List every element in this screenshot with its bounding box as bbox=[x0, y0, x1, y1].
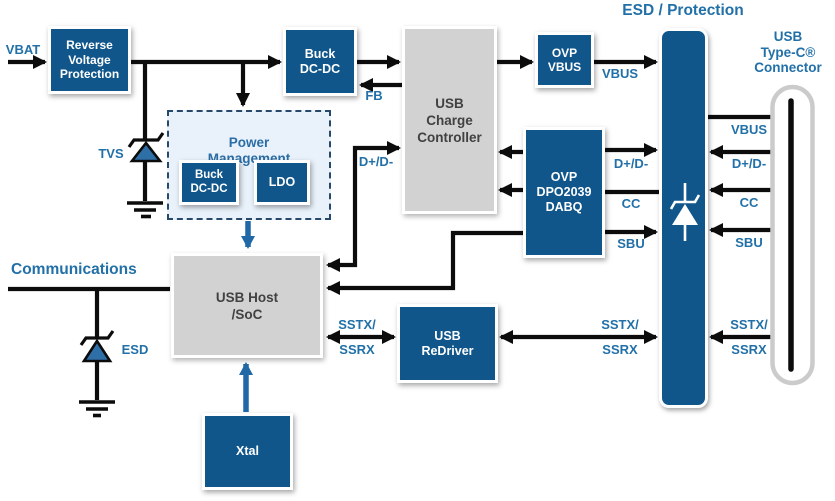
label-conn-d: D+/D- bbox=[731, 156, 767, 171]
block-xtal-label: Xtal bbox=[236, 444, 259, 458]
label-conn-vbus: VBUS bbox=[730, 122, 768, 137]
wire-ovp-to-host bbox=[326, 230, 523, 295]
label-usb-type-c-connector: USB Type-C® Connector bbox=[754, 29, 822, 75]
block-ovp-dpo2039-dabq: OVP DPO2039 DABQ bbox=[523, 127, 605, 258]
block-buck-dcdc-top-label: Buck DC-DC bbox=[299, 46, 341, 76]
block-buck-dcdc-pm-label: Buck DC-DC bbox=[190, 169, 228, 195]
label-conn-sstx-ssrx: SSTX/ SSRX bbox=[730, 317, 768, 357]
block-usb-redriver-label: USB ReDriver bbox=[421, 328, 474, 358]
wire-host-controller-d bbox=[326, 141, 401, 272]
block-buck-dcdc-top: Buck DC-DC bbox=[283, 27, 357, 96]
tvs-diode-icon bbox=[127, 132, 165, 163]
label-tvs: TVS bbox=[98, 146, 124, 161]
ground-icon-esd bbox=[79, 400, 115, 418]
label-vbus-after-ovp: VBUS bbox=[601, 66, 639, 81]
label-d-plus-d-minus-host: D+/D- bbox=[358, 154, 394, 169]
block-buck-dcdc-pm: Buck DC-DC bbox=[179, 160, 239, 205]
block-usb-charge-controller-label: USB Charge Controller bbox=[417, 95, 482, 145]
esd-protection-bar bbox=[659, 28, 708, 408]
block-usb-charge-controller: USB Charge Controller bbox=[402, 26, 497, 214]
block-usb-redriver: USB ReDriver bbox=[397, 304, 498, 383]
block-reverse-voltage-protection-label: Reverse Voltage Protection bbox=[59, 38, 120, 82]
block-usb-host-soc: USB Host /SoC bbox=[171, 253, 323, 358]
esd-diode-icon bbox=[79, 330, 115, 363]
block-ovp-vbus: OVP VBUS bbox=[535, 32, 594, 88]
block-usb-host-soc-label: USB Host /SoC bbox=[215, 289, 279, 322]
block-ldo-label: LDO bbox=[268, 175, 296, 189]
label-redriver-to-esd-sstx-ssrx: SSTX/ SSRX bbox=[601, 317, 639, 357]
label-ovp-to-esd-sbu: SBU bbox=[617, 236, 645, 251]
group-power-management: Power Management Buck DC-DC LDO bbox=[167, 110, 331, 220]
label-communications: Communications bbox=[11, 261, 137, 278]
block-ovp-vbus-label: OVP VBUS bbox=[547, 45, 582, 75]
block-ovp-dpo2039-dabq-label: OVP DPO2039 DABQ bbox=[536, 170, 592, 214]
block-ldo: LDO bbox=[254, 160, 310, 205]
ground-icon-tvs bbox=[127, 201, 163, 219]
title-esd-protection: ESD / Protection bbox=[622, 2, 744, 19]
label-esd: ESD bbox=[121, 342, 149, 357]
usb-type-c-connector-shape bbox=[770, 84, 815, 386]
label-conn-sbu: SBU bbox=[735, 235, 763, 250]
label-host-to-redriver-sstx-ssrx: SSTX/ SSRX bbox=[338, 317, 376, 357]
label-ovp-to-esd-cc: CC bbox=[621, 196, 641, 211]
label-conn-cc: CC bbox=[739, 195, 759, 210]
block-xtal: Xtal bbox=[202, 413, 293, 490]
label-ovp-to-esd-d: D+/D- bbox=[613, 156, 649, 171]
bar-diode-icon bbox=[669, 183, 701, 241]
label-vbat: VBAT bbox=[5, 42, 41, 57]
label-fb: FB bbox=[365, 88, 383, 103]
block-reverse-voltage-protection: Reverse Voltage Protection bbox=[48, 26, 131, 94]
